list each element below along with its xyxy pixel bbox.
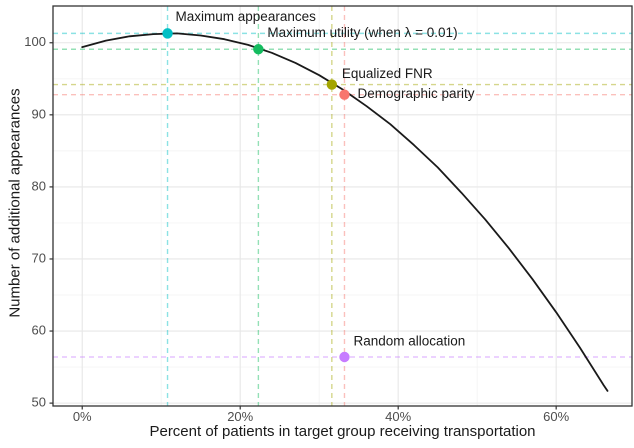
plot-panel (53, 6, 632, 406)
x-tick-label: 20% (227, 409, 253, 424)
utility-curve (81, 32, 609, 392)
x-tick-label: 0% (73, 409, 92, 424)
point-equalized-fnr (326, 79, 338, 90)
point-maximum-appearances (162, 28, 173, 39)
panel-border (52, 5, 633, 407)
point-demographic-parity (339, 89, 350, 100)
label-maximum-appearances: Maximum appearances (176, 9, 317, 24)
x-tick-label: 40% (385, 409, 411, 424)
label-random-allocation: Random allocation (353, 334, 465, 349)
y-tick-label: 60 (32, 322, 46, 337)
y-axis-title: Number of additional appearances (6, 88, 24, 318)
y-tick-label: 100 (24, 34, 46, 49)
y-tick-label: 70 (32, 250, 46, 265)
y-tick-label: 80 (32, 178, 46, 193)
label-maximum-utility: Maximum utility (when λ = 0.01) (267, 25, 457, 40)
y-tick-label: 50 (32, 395, 46, 410)
label-equalized-fnr: Equalized FNR (342, 66, 433, 81)
label-demographic-parity: Demographic parity (357, 86, 474, 101)
y-tick-label: 90 (32, 106, 46, 121)
x-axis-title: Percent of patients in target group rece… (149, 423, 536, 440)
x-tick-label: 60% (543, 409, 569, 424)
point-random-allocation (339, 351, 350, 363)
point-maximum-utility (253, 44, 264, 55)
